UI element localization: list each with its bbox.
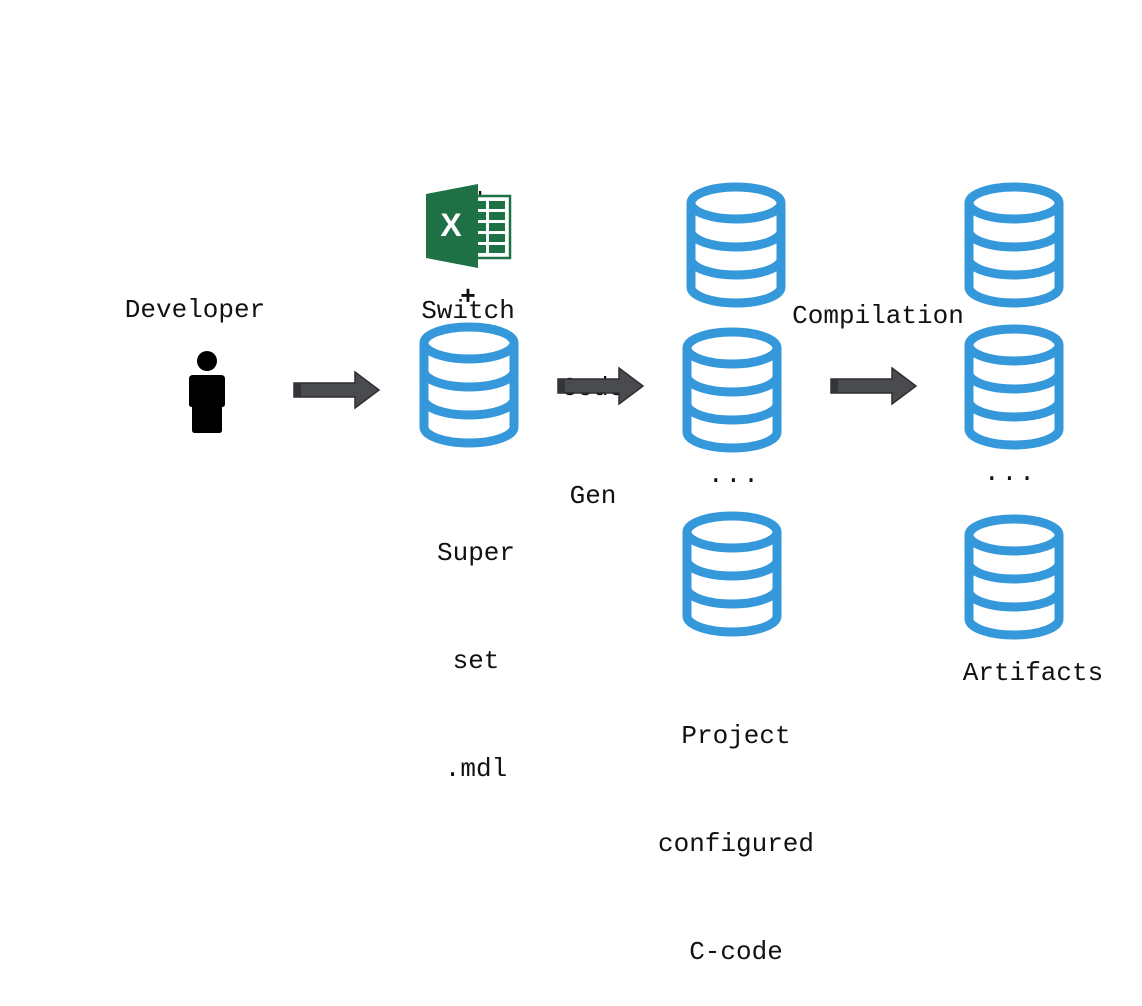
developer-label: Developer	[124, 295, 266, 325]
superset-line-3: .mdl	[444, 754, 508, 784]
superset-label: Super set .mdl	[416, 463, 536, 823]
database-icon	[962, 513, 1066, 641]
person-icon	[189, 351, 225, 433]
excel-icon: X	[426, 184, 512, 268]
project-code-line-2: configured	[657, 829, 815, 859]
database-icon	[962, 181, 1066, 309]
database-icon	[962, 323, 1066, 451]
database-icon	[417, 321, 521, 449]
code-switch-line-2: Switch	[421, 296, 515, 326]
arrow-right-icon	[557, 366, 645, 406]
project-code-line-3: C-code	[689, 937, 783, 967]
ellipsis: ...	[708, 460, 761, 490]
superset-line-2: set	[452, 646, 500, 676]
code-gen-label: Code Gen	[548, 298, 638, 550]
database-icon	[680, 326, 784, 454]
svg-text:X: X	[440, 207, 462, 243]
database-icon	[680, 510, 784, 638]
ellipsis: ...	[984, 458, 1037, 488]
artifacts-label: Artifacts	[962, 658, 1104, 688]
arrow-right-icon	[830, 366, 918, 406]
superset-line-1: Super	[436, 538, 515, 568]
project-code-label: Project configured C-code	[636, 646, 836, 1006]
plus-sign: +	[460, 280, 476, 310]
project-code-line-1: Project	[681, 721, 791, 751]
compilation-label: Compilation	[792, 301, 964, 331]
code-gen-line-2: Gen	[569, 481, 617, 511]
arrow-right-icon	[293, 370, 381, 410]
database-icon	[684, 181, 788, 309]
